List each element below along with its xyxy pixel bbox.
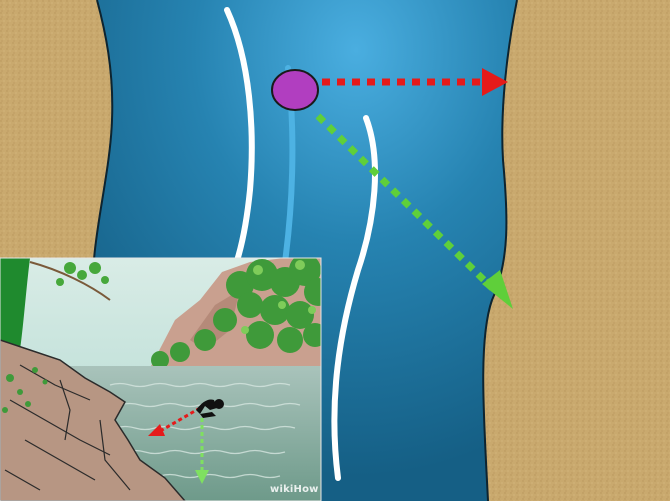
inset-left-trees (0, 258, 109, 355)
inset-branch (29, 261, 111, 301)
swimmer-icon (196, 399, 224, 418)
escape-direction-arrow (315, 113, 495, 291)
inset-watermark: wikiHow (270, 484, 319, 495)
current-streamline-left (224, 7, 255, 278)
inset-forest (151, 258, 321, 369)
right-bank-edge (482, 0, 518, 501)
current-direction-arrowhead (482, 68, 508, 96)
inset-forest-highlights (241, 260, 316, 334)
escape-arrowhead-fill (482, 270, 513, 309)
swimmer-marker (271, 69, 319, 111)
inset-current-arrowhead (148, 424, 165, 436)
inset-shore-moss (2, 367, 48, 413)
inset-current-arrow (161, 406, 201, 432)
current-streamline-right (331, 115, 378, 481)
inset-rock-cracks (4, 364, 131, 491)
inset-escape-arrowhead (195, 470, 209, 484)
inset-frame (0, 257, 322, 501)
